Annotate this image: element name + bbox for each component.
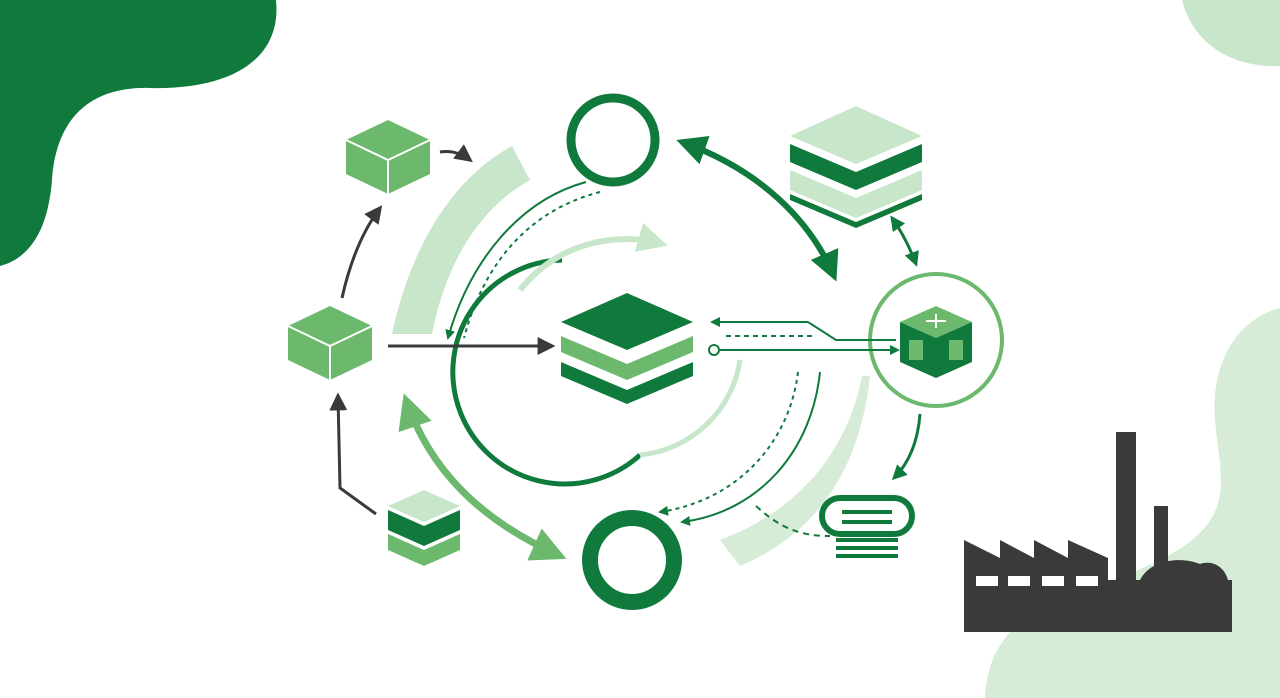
chip-cube-icon [900, 306, 972, 378]
layered-stack-icon-top-right [790, 106, 922, 228]
dashed-top-to-hub [445, 181, 587, 340]
arrow-left-cube-to-topleft [340, 205, 383, 299]
light-arc-band-right [720, 376, 870, 566]
arrow-bottomleft-to-left-cube [329, 392, 377, 516]
arrow-stack-to-chip [890, 215, 919, 267]
device-icon [819, 495, 915, 558]
bottom-dashed-2 [680, 371, 821, 526]
layered-stack-icon-bottom-left [388, 490, 460, 566]
arrow-top-ring-to-right [676, 136, 839, 282]
blob-top-left [0, 0, 277, 266]
hub-ring-light-arc [639, 359, 743, 458]
arrow-left-arc-mid [398, 393, 567, 561]
hub-layered-stack-icon [561, 293, 693, 404]
cube-icon-left [287, 306, 373, 380]
cube-icon-top-left [345, 120, 431, 194]
dashed-top-to-hub-2 [463, 191, 601, 339]
chip-to-hub-lines-2 [807, 321, 896, 341]
top-ring-node-icon [566, 93, 660, 187]
bottom-dashed-1 [658, 371, 799, 516]
hub-top-arrow [517, 222, 668, 292]
arrow-chip-to-device [891, 413, 922, 481]
blob-top-right [1182, 0, 1280, 67]
arrow-topleft-cube-to-top [439, 144, 473, 163]
bottom-ring-node-icon [582, 510, 682, 610]
hub-connector-dot [708, 344, 720, 356]
light-arc-band-left [392, 146, 530, 334]
factory-icon [964, 432, 1232, 632]
